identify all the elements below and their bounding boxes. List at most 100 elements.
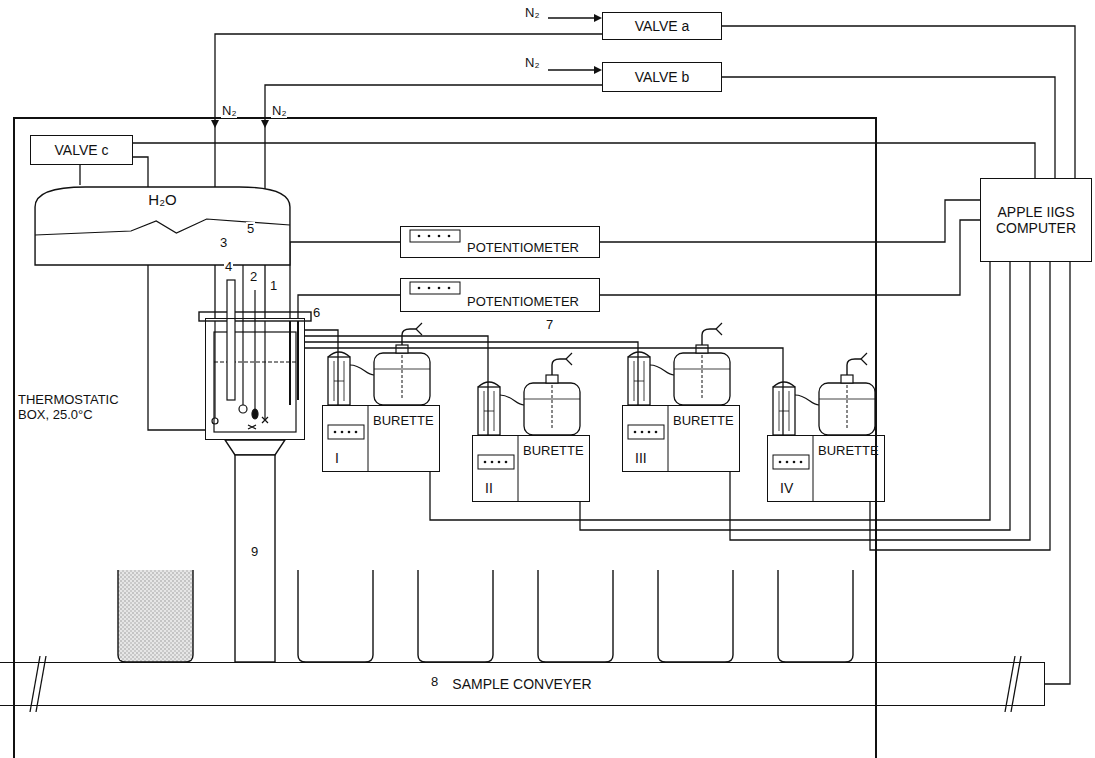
control-cable [870,262,1050,550]
titration-cell-part [248,425,256,429]
tube-line [79,165,80,185]
potentiometer-display-part [438,235,441,238]
sample-cup-part [298,570,373,662]
gas-label: N₂ [524,56,540,70]
tube-line [290,242,400,318]
burette-base: BURETTE III [622,405,740,472]
titration-cell-part [252,409,258,419]
gas-label: N₂ [271,104,287,118]
callout-number: 8 [430,675,439,689]
thermostatic-box: THERMOSTATIC BOX, 25.0°C [205,318,305,440]
burette-drawing-part [628,323,730,472]
potentiometer-box: POTENTIOMETER [400,226,600,258]
potentiometer-display-part [428,287,431,290]
gas-label: N₂ [524,6,540,20]
node-text: BURETTE [673,414,734,429]
burette-drawing-part [773,353,875,502]
control-cable [1045,262,1070,684]
callout-number: 2 [249,270,258,284]
burette-base: BURETTEI [322,405,440,472]
node-text: III [635,450,647,466]
burette-drawing [328,323,875,502]
sample-cup-part [658,570,733,662]
potentiometer-display-part [418,287,421,290]
potentiometer-box: POTENTIOMETER [400,278,600,312]
node-text: II [485,480,493,496]
control-cable [722,26,1075,178]
titration-cell-part [214,321,215,418]
callout-number: 9 [250,545,259,559]
node-text: BURETTE [523,444,584,459]
control-cable [600,220,980,295]
tube-line [305,342,638,405]
callout-number: 6 [312,306,321,320]
gas-label: N₂ [221,104,237,118]
titration-cell-part [212,418,218,424]
callout-number: 5 [246,222,255,236]
control-cable [730,262,1030,540]
titration-cell-part [262,417,268,423]
burette-drawing-part [328,323,430,472]
control-cable [600,200,980,242]
nitrogen-inlet-part [594,66,602,74]
break-mark-part [1011,656,1021,712]
node-text: POTENTIOMETER [467,241,579,256]
burette-drawing-part [478,353,580,502]
burette-base: BURETTEIV [767,435,885,502]
support-column [225,440,285,662]
callout-number: 4 [224,260,233,274]
titration-cell-part [289,321,291,405]
node-text: THERMOSTATIC BOX, 25.0°C [18,393,150,423]
titration-cell-part [254,290,255,410]
titration-cell-part [297,321,299,400]
break-mark [30,656,1021,712]
control-cable [133,143,1035,178]
callout-number: 3 [219,236,228,250]
node-text: I [335,450,339,466]
valve-box: VALVE a [602,12,722,40]
break-mark-part [1005,656,1015,712]
node-text: BURETTE [818,444,879,459]
potentiometer-display-part [428,235,431,238]
titration-cell-part [264,321,265,420]
water-bottle: H₂O [30,185,295,267]
titration-cell-part [227,280,235,400]
sample-cup [118,570,853,662]
node-text: SAMPLE CONVEYER [452,676,591,692]
sample-cup-part [120,580,191,660]
tube-line [305,336,488,435]
break-mark-part [30,656,40,712]
support-column-part [225,440,285,455]
node-text: VALVE a [635,18,690,34]
node-text: VALVE c [55,142,109,158]
tube-line [305,348,783,435]
node-text: H₂O [30,191,295,208]
sample-cup-part [118,570,193,662]
burette-base: BURETTE II [472,435,590,502]
control-cable [580,262,1010,530]
potentiometer-display [410,230,460,294]
node-text: APPLE IIGS COMPUTER [985,204,1087,236]
sample-conveyer: SAMPLE CONVEYER [0,662,1045,706]
tube-line [305,330,338,405]
support-column-part [235,455,275,662]
callout-number: 7 [545,318,554,332]
potentiometer-display-part [448,287,451,290]
potentiometer-display-part [418,235,421,238]
nitrogen-inlet-part [548,17,596,18]
titration-cell-part [239,405,247,413]
tube-line [215,34,602,318]
computer-box: APPLE IIGS COMPUTER [980,178,1092,262]
nitrogen-inlet-part [548,69,596,70]
nitrogen-inlet [211,14,602,128]
callout-number: 1 [269,279,278,293]
break-mark-part [36,656,46,712]
tube-line [265,85,602,318]
potentiometer-display-part [410,282,460,294]
node-text: VALVE b [635,69,690,85]
potentiometer-display-part [438,287,441,290]
sample-cup-part [538,570,613,662]
